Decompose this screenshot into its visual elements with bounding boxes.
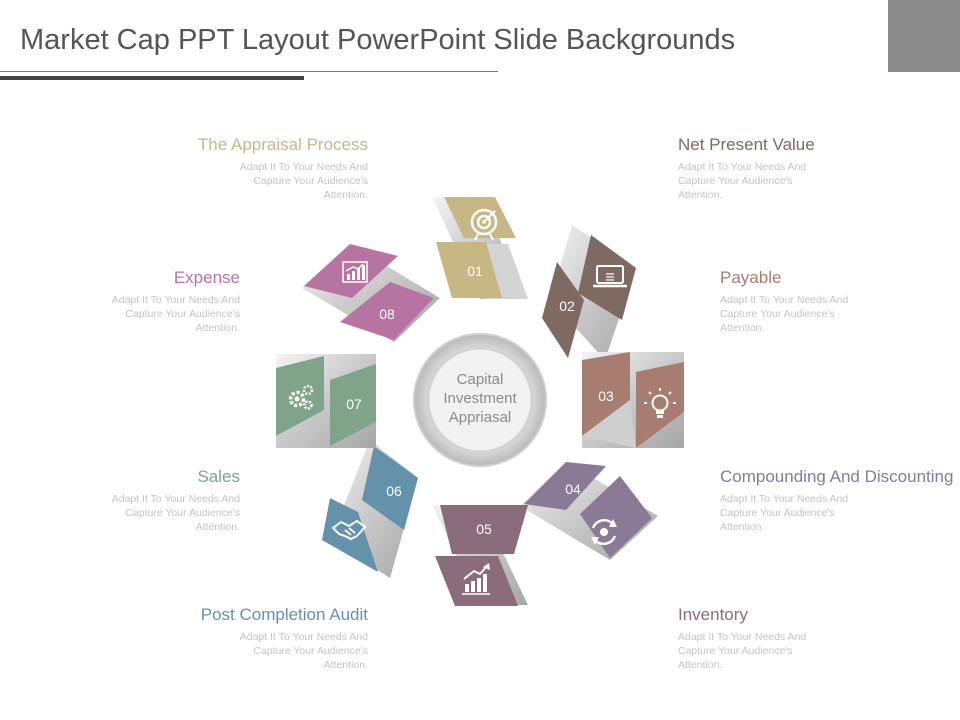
lightbulb-icon	[644, 388, 676, 418]
segment-06: 06	[322, 440, 418, 578]
center-hub: Capital Investment Appriasal	[413, 333, 547, 467]
gears-icon	[288, 384, 314, 410]
label-desc: Adapt It To Your Needs And Capture Your …	[678, 631, 807, 671]
label-desc: Adapt It To Your Needs And Capture Your …	[239, 631, 368, 671]
segment-07: 07	[276, 354, 376, 448]
segment-08-lower-band	[340, 282, 434, 340]
segment-04-number: 04	[565, 481, 581, 497]
label-title: Sales	[197, 467, 240, 486]
segment-04-upper-band	[524, 462, 606, 510]
label-post-completion-audit: Post Completion Audit Adapt It To Your N…	[128, 604, 368, 672]
title-rule-thick	[0, 76, 304, 80]
label-title: Compounding And Discounting	[720, 467, 954, 486]
segment-05: 05	[432, 505, 528, 606]
label-desc: Adapt It To Your Needs And Capture Your …	[720, 493, 849, 533]
segment-03-upper-band	[582, 352, 630, 436]
label-sales: Sales Adapt It To Your Needs And Capture…	[0, 466, 240, 534]
label-payable: Payable Adapt It To Your Needs And Captu…	[720, 267, 960, 335]
label-title: Inventory	[678, 605, 748, 624]
label-desc: Adapt It To Your Needs And Capture Your …	[111, 493, 240, 533]
segment-03-lower-band	[636, 362, 684, 448]
segment-02: 02	[542, 225, 636, 360]
target-icon	[470, 208, 498, 241]
segment-08: 08	[302, 244, 440, 342]
segment-03: 03	[582, 352, 684, 448]
segment-04: 04	[520, 462, 658, 560]
label-title: Post Completion Audit	[200, 605, 368, 624]
label-title: Payable	[720, 268, 782, 287]
label-net-present-value: Net Present Value Adapt It To Your Needs…	[678, 134, 918, 202]
center-line-1: Capital	[457, 371, 504, 388]
label-compounding: Compounding And Discounting Adapt It To …	[720, 466, 960, 534]
label-appraisal-process: The Appraisal Process Adapt It To Your N…	[128, 134, 368, 202]
label-desc: Adapt It To Your Needs And Capture Your …	[239, 161, 368, 201]
segment-05-lower-band	[435, 556, 518, 606]
title-rule-thin	[0, 71, 498, 72]
segment-01: 01	[432, 197, 528, 299]
bar-chart-icon	[342, 261, 368, 283]
segment-07-number: 07	[346, 396, 362, 412]
label-title: The Appraisal Process	[197, 135, 368, 154]
label-desc: Adapt It To Your Needs And Capture Your …	[678, 161, 807, 201]
segment-05-number: 05	[476, 521, 492, 537]
segment-07-lower-band	[330, 364, 376, 446]
segment-05-upper-band	[440, 505, 528, 554]
refresh-gear-icon	[591, 518, 617, 546]
label-desc: Adapt It To Your Needs And Capture Your …	[111, 294, 240, 334]
segment-07-upper-band	[276, 356, 324, 436]
center-line-2: Investment	[443, 390, 517, 407]
segment-03-number: 03	[598, 388, 614, 404]
corner-decoration	[888, 0, 960, 72]
label-inventory: Inventory Adapt It To Your Needs And Cap…	[678, 604, 918, 672]
segment-01-lower-band	[436, 242, 502, 298]
segment-06-upper-band	[362, 446, 418, 530]
label-title: Net Present Value	[678, 135, 815, 154]
segment-08-number: 08	[379, 306, 395, 322]
slide-title: Market Cap PPT Layout PowerPoint Slide B…	[20, 24, 736, 56]
segment-02-lower-band	[542, 262, 584, 358]
segment-06-number: 06	[386, 483, 402, 499]
growth-chart-icon	[462, 563, 490, 595]
label-expense: Expense Adapt It To Your Needs And Captu…	[0, 267, 240, 335]
segment-08-upper-band	[304, 244, 398, 298]
center-line-3: Appriasal	[449, 409, 512, 426]
segment-02-number: 02	[559, 298, 575, 314]
handshake-icon	[331, 519, 367, 541]
laptop-icon	[593, 265, 627, 288]
segment-01-number: 01	[467, 263, 483, 279]
label-title: Expense	[173, 268, 240, 287]
label-desc: Adapt It To Your Needs And Capture Your …	[720, 294, 849, 334]
